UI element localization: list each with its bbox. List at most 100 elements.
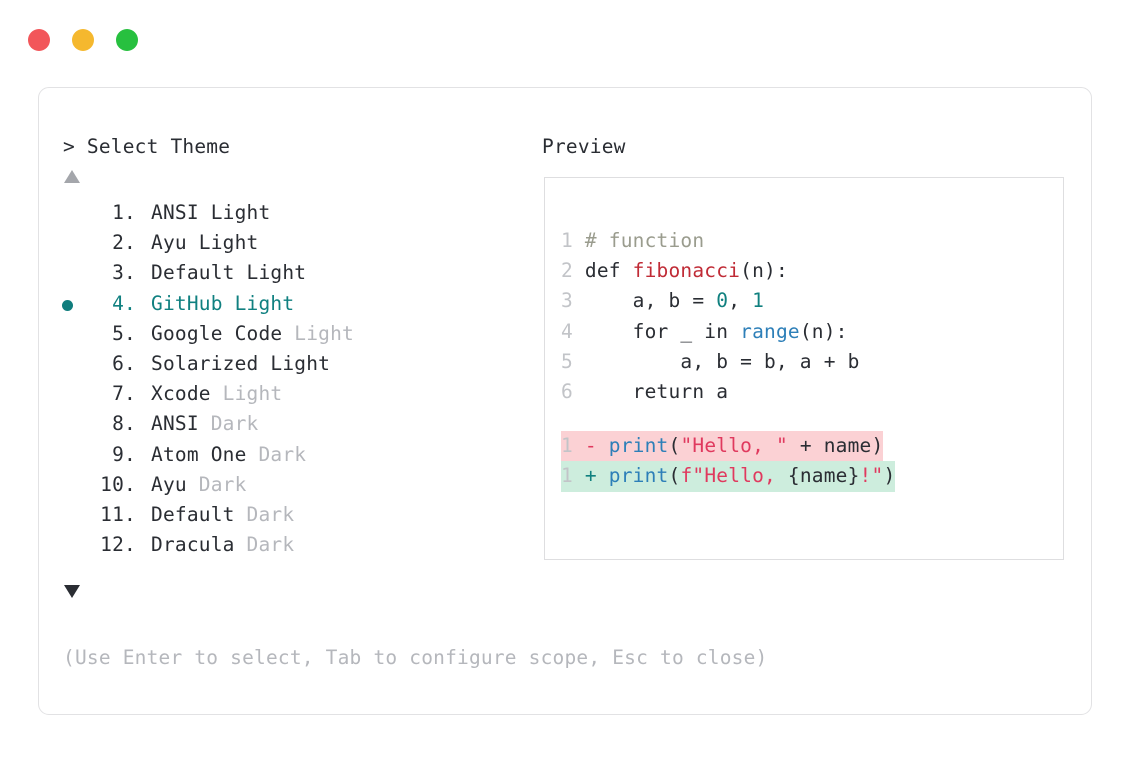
selected-bullet-icon [62,299,73,311]
maximize-button[interactable] [116,29,138,51]
window-titlebar [28,29,138,51]
code-token: a, b = b, a + b [584,349,860,373]
theme-item-label: Ayu Dark [151,472,247,496]
theme-item-variant: Light [294,321,354,345]
code-token: ) [883,464,896,488]
theme-item-variant: Dark [210,412,259,436]
theme-item-label: GitHub Light [151,291,295,315]
code-token: 1 [752,289,765,313]
theme-list-item[interactable]: 6. Solarized Light [39,349,509,379]
theme-item-number: 3. [112,261,136,285]
code-token: # function [584,229,705,252]
diff-line-number: 1 [561,434,585,458]
code-token: for _ in [584,319,741,343]
code-token: "Hello, " [680,434,788,458]
theme-list-item[interactable]: 3. Default Light [39,258,509,288]
theme-item-variant: Dark [246,502,295,526]
code-token: 0 [716,289,729,313]
theme-item-number: 8. [112,412,136,436]
theme-item-variant: Light [222,382,283,406]
theme-list-item[interactable]: 10. Ayu Dark [39,470,509,500]
code-token: fibonacci [632,259,741,283]
code-token: , [728,289,753,313]
keyboard-hint: (Use Enter to select, Tab to configure s… [63,646,768,669]
theme-item-variant: Dark [246,533,295,557]
code-token: return a [584,379,729,403]
theme-item-label: Default Light [151,261,307,285]
theme-item-label: Dracula Dark [151,533,295,557]
theme-list-item[interactable]: 1. ANSI Light [39,198,509,228]
theme-list-item[interactable]: 11. Default Dark [39,500,509,530]
diff-line-number: 1 [561,464,585,488]
code-line-number: 3 [561,289,585,313]
theme-item-label: Google Code Light [151,321,354,345]
theme-list-item[interactable]: 8. ANSI Dark [39,409,509,439]
theme-item-label: Xcode Light [151,382,283,406]
code-line-number: 2 [561,259,585,283]
theme-item-number: 9. [112,442,136,466]
code-line-number: 6 [561,379,585,403]
code-token: print [608,464,669,488]
theme-list-item[interactable]: 9. Atom One Dark [39,440,509,470]
theme-item-variant: Dark [198,472,247,496]
theme-item-variant: Light [234,291,295,315]
diff-sign: - [584,434,609,458]
theme-item-number: 5. [112,321,136,345]
diff-line: 1 - print("Hello, " + name) [561,431,895,462]
code-line: 3 a, b = 0, 1 [561,286,895,316]
close-button[interactable] [28,29,50,51]
preview-label: Preview [542,135,626,158]
theme-item-variant: Light [270,351,331,375]
theme-item-number: 10. [100,472,136,496]
diff-line: 1 + print(f"Hello, {name}!") [561,461,896,492]
theme-list-item[interactable]: 5. Google Code Light [39,319,509,349]
theme-selector-panel: > Select Theme Preview 1. ANSI Light 2. Ayu… [38,87,1092,715]
code-token: def [584,259,633,283]
page-title: > Select Theme [63,135,231,158]
code-token: (n): [799,319,848,343]
code-token: range [740,319,800,343]
theme-item-number: 2. [112,231,136,255]
code-token: f"Hello, [680,464,788,488]
theme-list-item[interactable]: 2. Ayu Light [39,228,509,258]
code-token: {name} [787,464,860,488]
theme-item-number: 4. [112,291,136,315]
theme-list-item[interactable]: 7. Xcode Light [39,379,509,409]
code-line: 1 # function [561,226,895,256]
theme-item-variant: Dark [258,442,307,466]
scroll-up-icon[interactable] [64,170,80,183]
theme-item-label: ANSI Dark [151,412,259,436]
code-line-number: 4 [561,319,585,343]
code-line: 6 return a [561,377,895,407]
theme-item-label: ANSI Light [151,201,271,224]
theme-item-label: Solarized Light [151,351,331,375]
code-token: (n): [740,259,788,283]
theme-item-number: 11. [100,502,136,526]
theme-list: 1. ANSI Light 2. Ayu Light 3. Default Light 4.… [39,198,509,560]
theme-list-item[interactable]: 4. GitHub Light [39,289,509,319]
diff-sign: + [584,464,609,488]
scroll-down-icon[interactable] [64,585,80,598]
code-line: 4 for _ in range(n): [561,317,895,347]
theme-item-number: 7. [112,382,136,406]
theme-list-item[interactable]: 12. Dracula Dark [39,530,509,560]
code-token: print [608,434,669,458]
code-line: 5 a, b = b, a + b [561,347,895,377]
theme-item-label: Ayu Light [151,231,259,255]
code-line-number: 1 [561,229,585,252]
theme-item-variant: Light [246,261,307,285]
theme-item-number: 12. [100,533,136,557]
code-token: a, b = [584,289,717,313]
theme-item-label: Atom One Dark [151,442,307,466]
code-token: !" [859,464,884,488]
theme-item-label: Default Dark [151,502,295,526]
theme-item-number: 6. [112,351,136,375]
code-token: ( [668,434,681,458]
code-line-number: 5 [561,349,585,373]
diff-added-line: 1 + print(f"Hello, {name}!") [561,461,896,492]
code-spacer [561,407,895,431]
theme-item-number: 1. [112,201,136,224]
minimize-button[interactable] [72,29,94,51]
